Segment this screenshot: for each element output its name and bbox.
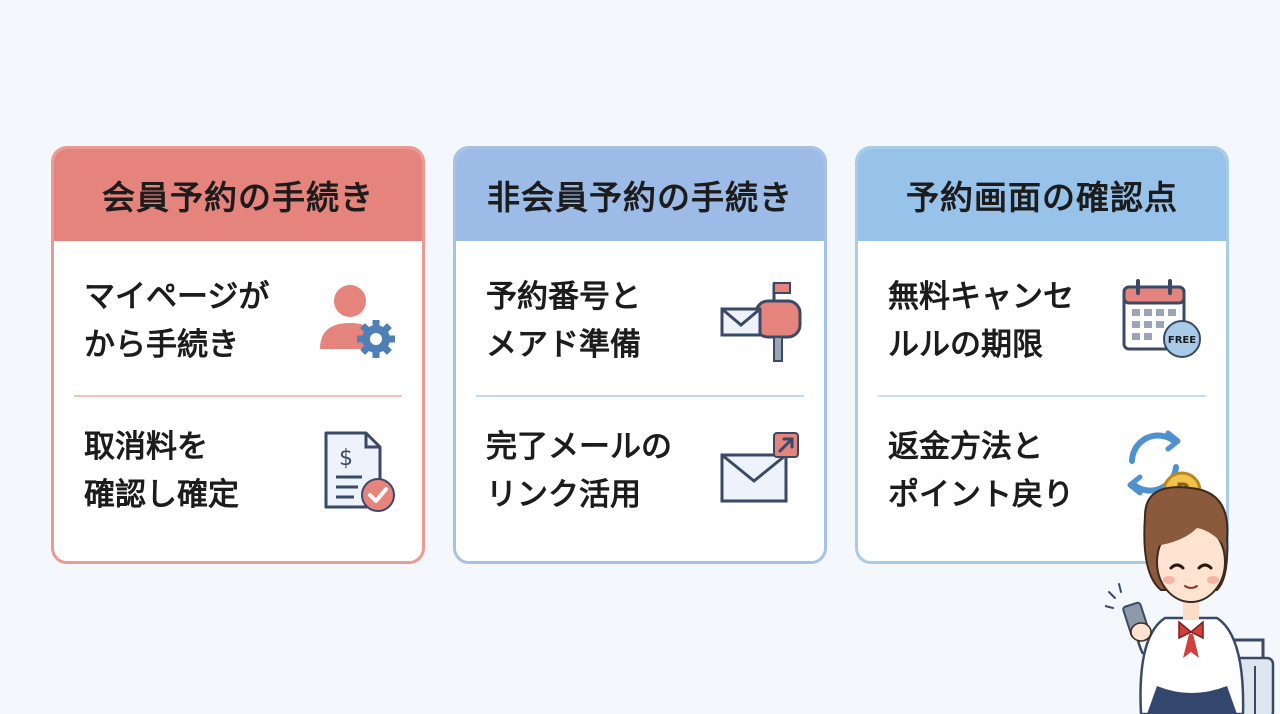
list-item: 予約番号と メアド準備: [486, 261, 804, 381]
free-badge-text: FREE: [1168, 335, 1196, 346]
svg-text:$: $: [339, 446, 353, 471]
invoice-check-icon: $: [324, 431, 395, 512]
item-line: 返金方法と: [888, 429, 1043, 465]
card-title: 会員予約の手続き: [54, 149, 422, 241]
list-item: 無料キャンセ ルルの期限 FREE: [888, 261, 1206, 381]
divider: [74, 395, 402, 397]
card-title: 非会員予約の手続き: [456, 149, 824, 241]
card-guest-booking: 非会員予約の手続き 予約番号と メアド準備 完了メールの リンク活用: [453, 146, 827, 564]
card-member-booking: 会員予約の手続き マイページが から手続き: [51, 146, 425, 564]
divider: [476, 395, 804, 397]
divider: [878, 395, 1206, 397]
item-line: リンク活用: [486, 477, 641, 513]
item-line: ポイント戻り: [888, 477, 1074, 513]
user-gear-icon: [320, 285, 395, 358]
item-line: 取消料を: [84, 429, 208, 465]
card-title: 予約画面の確認点: [858, 149, 1226, 241]
item-line: 完了メールの: [486, 429, 672, 465]
item-line: メアド準備: [486, 327, 641, 363]
list-item: マイページが から手続き: [84, 261, 402, 381]
list-item: 返金方法と ポイント戻り ₽: [888, 411, 1206, 531]
item-line: から手続き: [84, 327, 239, 363]
list-item: 取消料を 確認し確定 $: [84, 411, 402, 531]
calendar-free-icon: FREE: [1122, 279, 1201, 358]
mailbox-icon: [720, 282, 802, 362]
item-line: 無料キャンセ: [888, 279, 1074, 315]
item-line: 予約番号と: [486, 279, 641, 315]
traveler-illustration: [1105, 486, 1275, 714]
item-line: ルルの期限: [888, 327, 1043, 363]
list-item: 完了メールの リンク活用: [486, 411, 804, 531]
item-line: 確認し確定: [84, 477, 239, 513]
item-line: マイページが: [84, 279, 270, 315]
email-link-icon: [720, 432, 799, 503]
